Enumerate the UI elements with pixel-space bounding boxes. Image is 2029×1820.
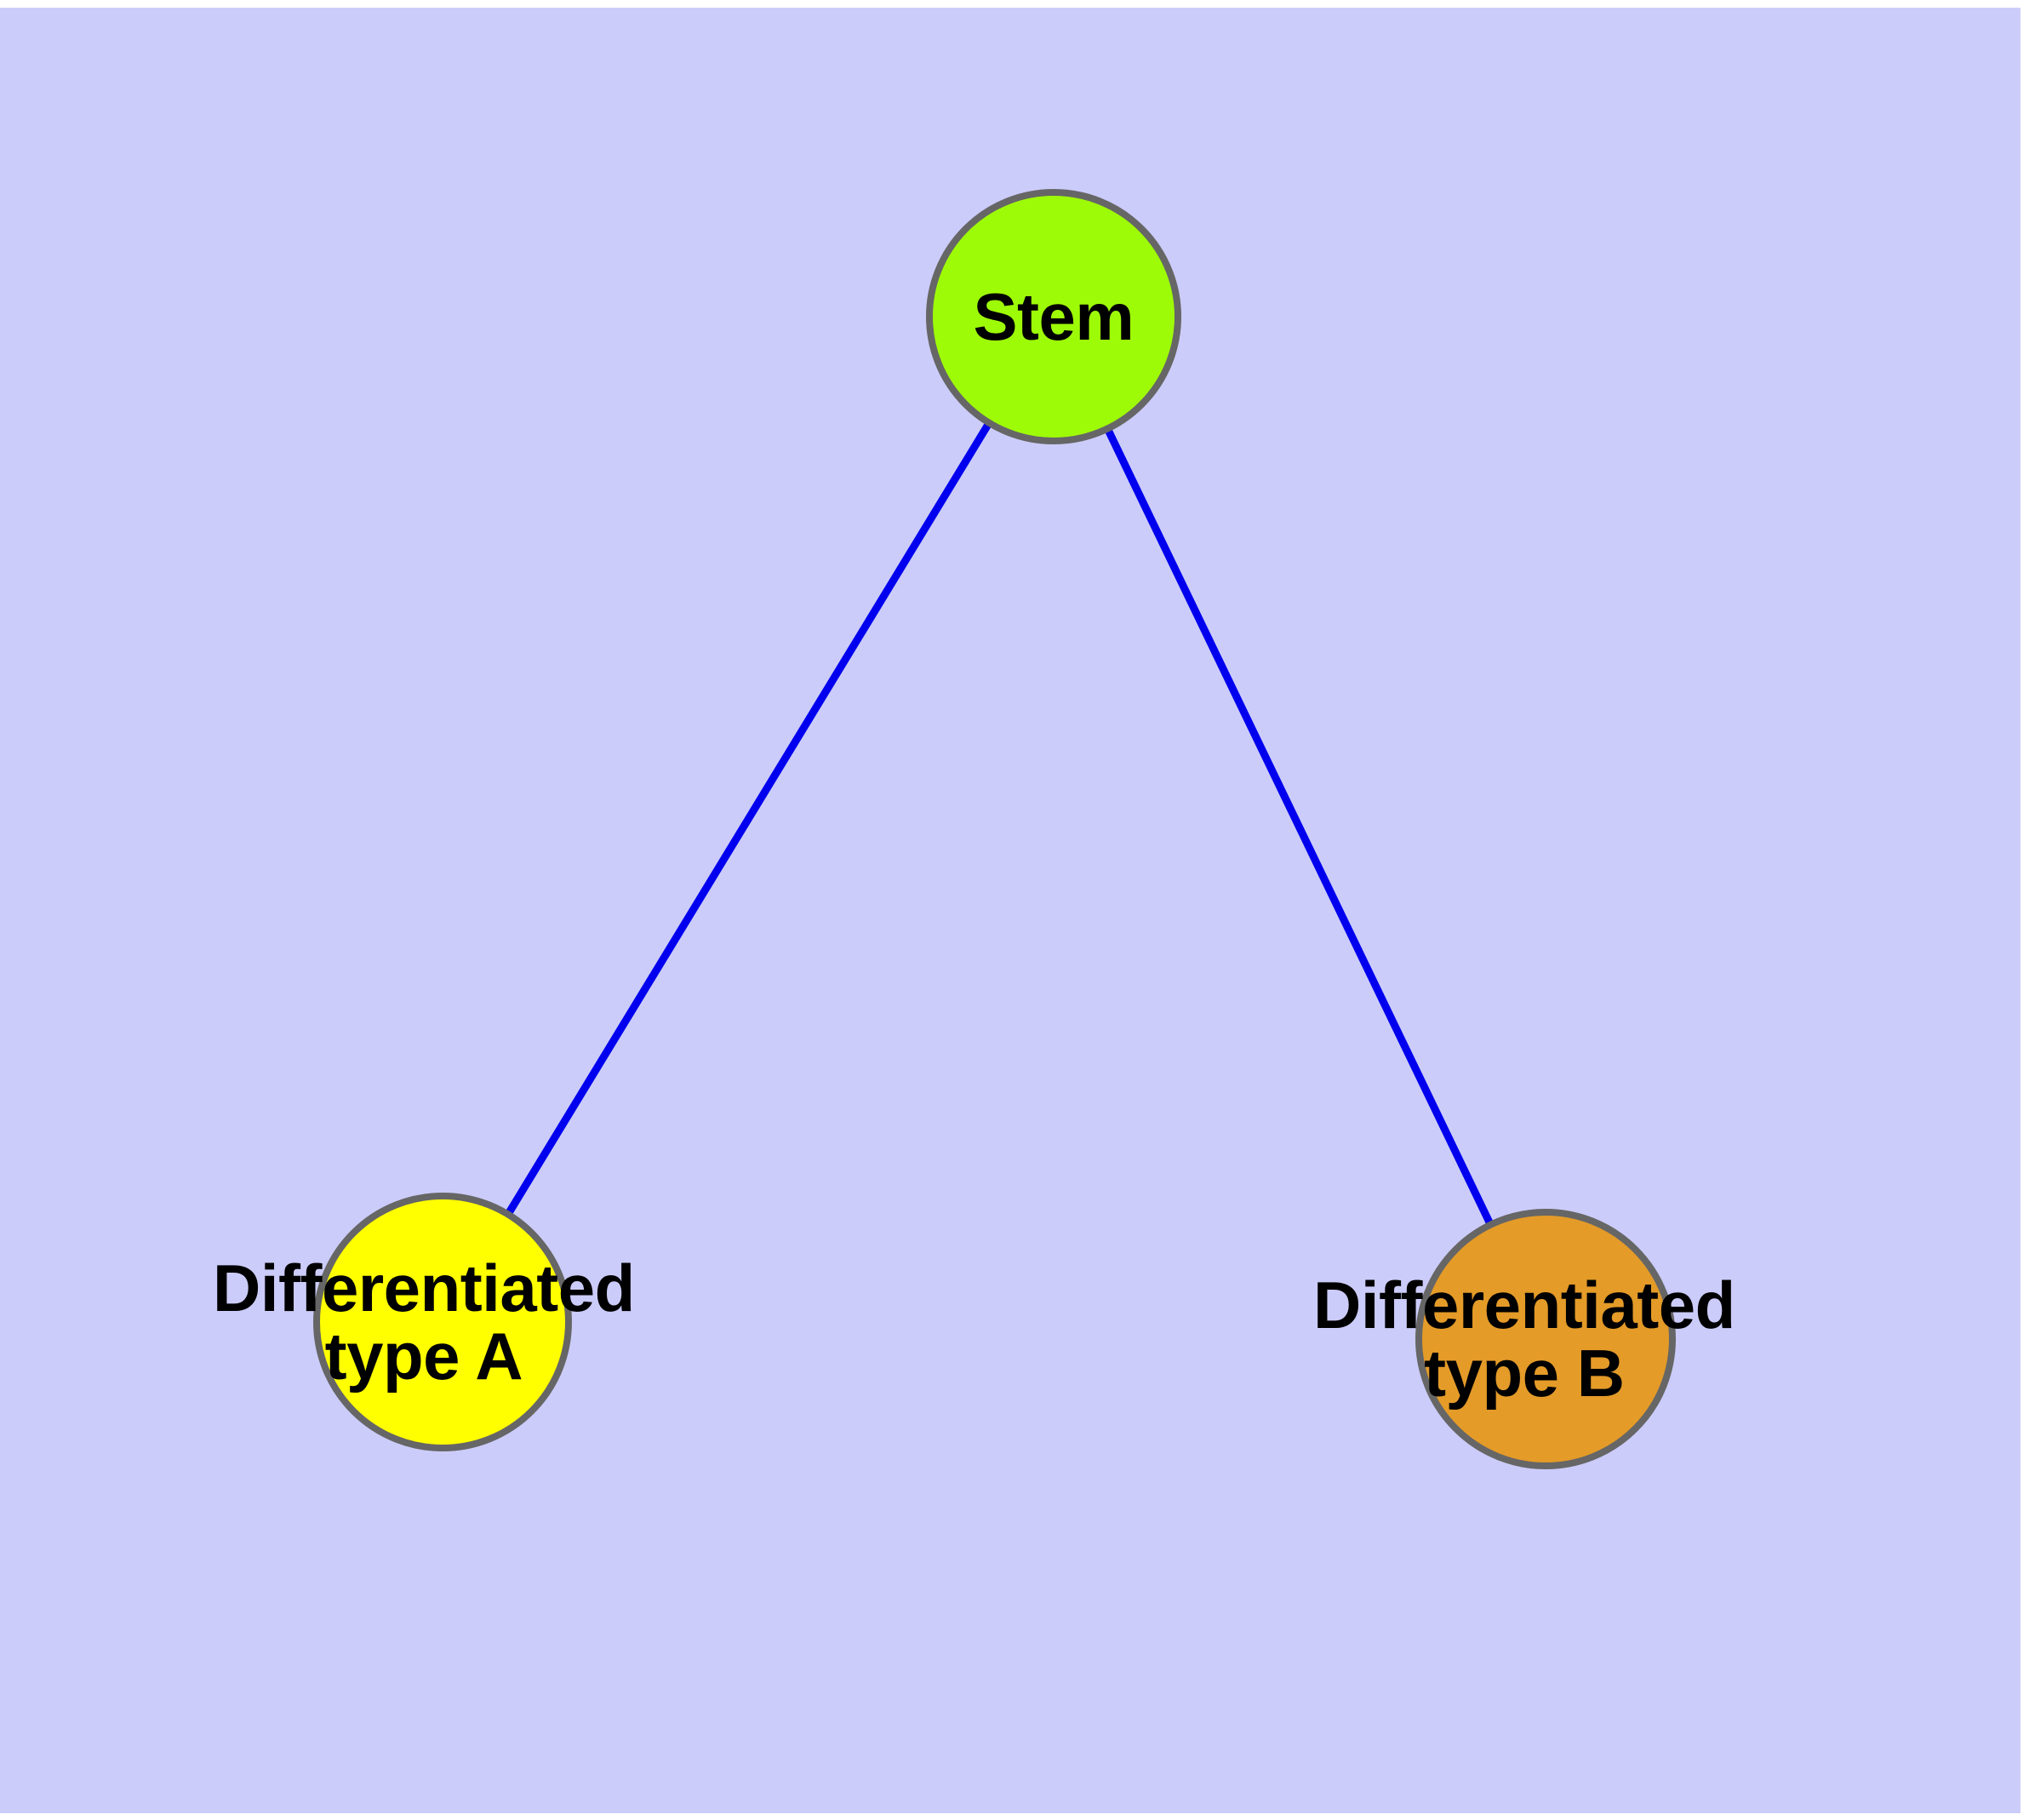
graph-edge-stem-to-diff-a[interactable]: [504, 419, 994, 1218]
graph-svg: [313, 189, 1676, 1469]
edge-layer: [504, 419, 1495, 1228]
graph-node-stem[interactable]: [926, 189, 1181, 444]
graph-node-diff-a[interactable]: [313, 1193, 572, 1451]
graph-edge-stem-to-diff-b[interactable]: [1103, 425, 1495, 1228]
graph-node-diff-b[interactable]: [1415, 1209, 1676, 1469]
node-layer: [313, 189, 1676, 1469]
